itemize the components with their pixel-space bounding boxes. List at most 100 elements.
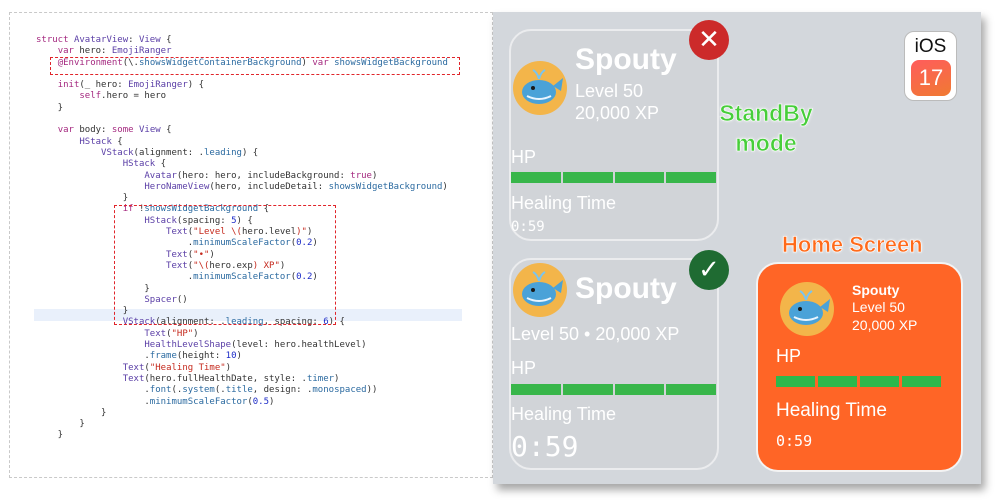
code-token: ( <box>187 227 194 238</box>
standby-label-line1: StandBy <box>719 100 813 127</box>
code-token: system <box>182 385 215 396</box>
code-token: ) <box>442 181 448 192</box>
whale-avatar <box>513 263 567 317</box>
code-token: ) <box>225 362 232 373</box>
code-token: showsWidgetBackground <box>328 181 443 192</box>
code-token: HStack <box>122 159 156 170</box>
code-line: Text("•") <box>36 250 448 261</box>
code-token: timer <box>306 373 335 384</box>
hp-segment <box>511 172 561 183</box>
code-line: VStack(alignment: .leading, spacing: 6) … <box>36 317 448 328</box>
code-token: frame <box>149 351 177 362</box>
code-token <box>36 363 123 373</box>
healing-time-label: Healing Time <box>511 193 617 213</box>
code-line: Text("\(hero.exp) XP") <box>36 261 448 272</box>
code-token <box>36 91 79 101</box>
code-token: font <box>149 385 172 396</box>
hero-name: Spouty <box>575 43 677 76</box>
code-token: } <box>36 430 64 441</box>
code-token: ) <box>301 57 313 68</box>
hero-xp: 20,000 XP <box>852 317 918 333</box>
code-line: HStack { <box>36 159 448 170</box>
code-line: HStack { <box>36 137 448 148</box>
code-token: title <box>225 385 253 396</box>
code-token: ) <box>334 373 340 384</box>
hero-name: Spouty <box>852 282 900 298</box>
code-line: HeroNameView(hero, includeDetail: showsW… <box>36 182 448 193</box>
standby-label-line2: mode <box>735 130 797 157</box>
whale-icon <box>522 271 563 306</box>
healing-timer: 0:59 <box>511 219 545 235</box>
code-editor-panel: struct AvatarView: View { var hero: Emoj… <box>9 12 493 478</box>
code-token: "HP" <box>171 328 194 339</box>
hp-label: HP <box>511 147 537 167</box>
environment-highlight-box <box>50 57 460 75</box>
code-line: .minimumScaleFactor(0.5) <box>36 397 448 408</box>
home-screen-widget: Spouty Level 50 20,000 XP HP Healing Tim… <box>756 262 963 472</box>
code-token: self <box>79 91 102 102</box>
code-line: Text("Level \(hero.level)") <box>36 227 448 238</box>
incorrect-badge: ✕ <box>689 20 729 60</box>
code-token: : <box>128 35 139 45</box>
code-line: Text("Healing Time") <box>36 363 448 374</box>
code-token: Text <box>166 249 188 260</box>
code-token <box>36 148 101 158</box>
code-token: HStack <box>79 136 112 147</box>
code-line: HealthLevelShape(level: hero.healthLevel… <box>36 340 448 351</box>
code-line: var hero: EmojiRanger <box>36 46 448 57</box>
code-token: VStack <box>122 317 156 328</box>
code-token: ) <box>312 272 318 283</box>
correct-badge: ✓ <box>689 250 729 290</box>
code-line: HStack(spacing: 5) { <box>36 216 448 227</box>
code-token: 10 <box>225 351 237 362</box>
code-token: var <box>312 57 335 68</box>
code-token <box>36 159 123 169</box>
code-token: hero: <box>79 46 112 57</box>
code-token <box>36 329 144 339</box>
hero-xp: 20,000 XP <box>575 103 660 123</box>
healing-time-label: Healing Time <box>511 404 617 424</box>
code-line: } <box>36 193 448 204</box>
code-token: (alignment: . <box>155 317 226 328</box>
code-token: , design: . <box>252 385 313 396</box>
hp-segment <box>902 376 941 387</box>
code-token: (_ hero: <box>79 80 129 91</box>
code-token <box>36 340 144 350</box>
whale-icon <box>789 290 830 325</box>
code-token: if <box>122 204 139 215</box>
hero-level: Level 50 <box>852 299 905 315</box>
code-token: "•" <box>193 249 210 260</box>
code-token: "Healing Time" <box>149 362 226 373</box>
code-token: View <box>138 125 161 136</box>
code-line: } <box>36 419 448 430</box>
code-token: View <box>138 35 161 45</box>
code-token: ) { <box>241 147 259 158</box>
code-line: init(_ hero: EmojiRanger) { <box>36 80 448 91</box>
code-token: hero.level <box>241 227 297 238</box>
code-token: Avatar <box>144 170 177 181</box>
code-token: ) <box>312 238 318 249</box>
code-token: () <box>176 294 188 305</box>
code-token: AvatarView <box>73 35 129 45</box>
home-screen-label: Home Screen <box>782 232 923 258</box>
code-token: var <box>57 46 80 57</box>
code-token: (hero.fullHealthDate, style: . <box>144 373 307 384</box>
hp-bar <box>776 376 941 387</box>
code-token: ( <box>144 362 150 373</box>
code-line: } <box>36 430 448 441</box>
code-token: ( <box>187 249 194 260</box>
code-token: . <box>36 385 150 396</box>
code-token: { <box>160 125 172 136</box>
code-token: EmojiRanger <box>111 46 172 57</box>
code-token: struct <box>36 35 74 45</box>
code-token: } <box>36 407 107 418</box>
hp-segment <box>614 384 665 395</box>
code-token: Spacer <box>144 294 177 305</box>
code-token: ) XP" <box>252 260 280 271</box>
standby-widget-incorrect: Spouty Level 50 20,000 XP HP Healing Tim… <box>509 29 719 241</box>
hp-label: HP <box>776 346 802 366</box>
code-token: ) <box>306 227 313 238</box>
code-token: ( <box>290 272 297 283</box>
code-token: ! <box>138 204 145 215</box>
code-token <box>36 182 144 192</box>
